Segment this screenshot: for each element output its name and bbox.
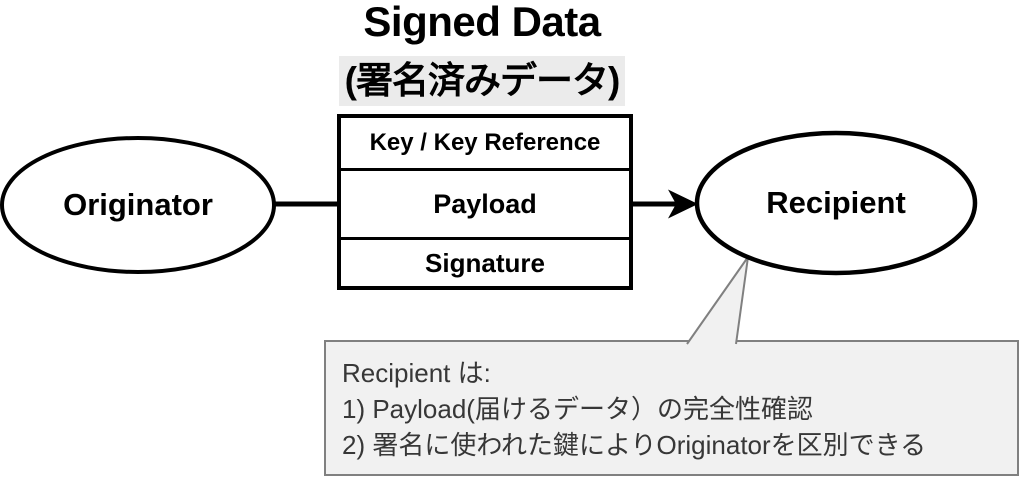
diagram-subtitle-wrap: (署名済みデータ)	[232, 56, 732, 106]
callout-tail	[686, 256, 749, 345]
callout-line-1: Recipient は:	[342, 358, 491, 388]
signed-data-box: Key / Key Reference Payload Signature	[337, 114, 633, 290]
callout-line-2: 1) Payload(届けるデータ）の完全性確認	[342, 394, 813, 424]
diagram-title: Signed Data	[363, 0, 601, 45]
box-row-payload: Payload	[341, 168, 629, 237]
recipient-label: Recipient	[766, 185, 906, 220]
arrowhead-icon	[668, 189, 698, 219]
box-row-signature: Signature	[341, 237, 629, 286]
recipient-note-callout: Recipient は: 1) Payload(届けるデータ）の完全性確認 2)…	[324, 340, 1019, 476]
originator-label: Originator	[63, 187, 213, 222]
callout-line-3: 2) 署名に使われた鍵によりOriginatorを区別できる	[342, 430, 927, 460]
diagram-subtitle: (署名済みデータ)	[338, 56, 626, 106]
box-row-key-reference: Key / Key Reference	[341, 118, 629, 168]
